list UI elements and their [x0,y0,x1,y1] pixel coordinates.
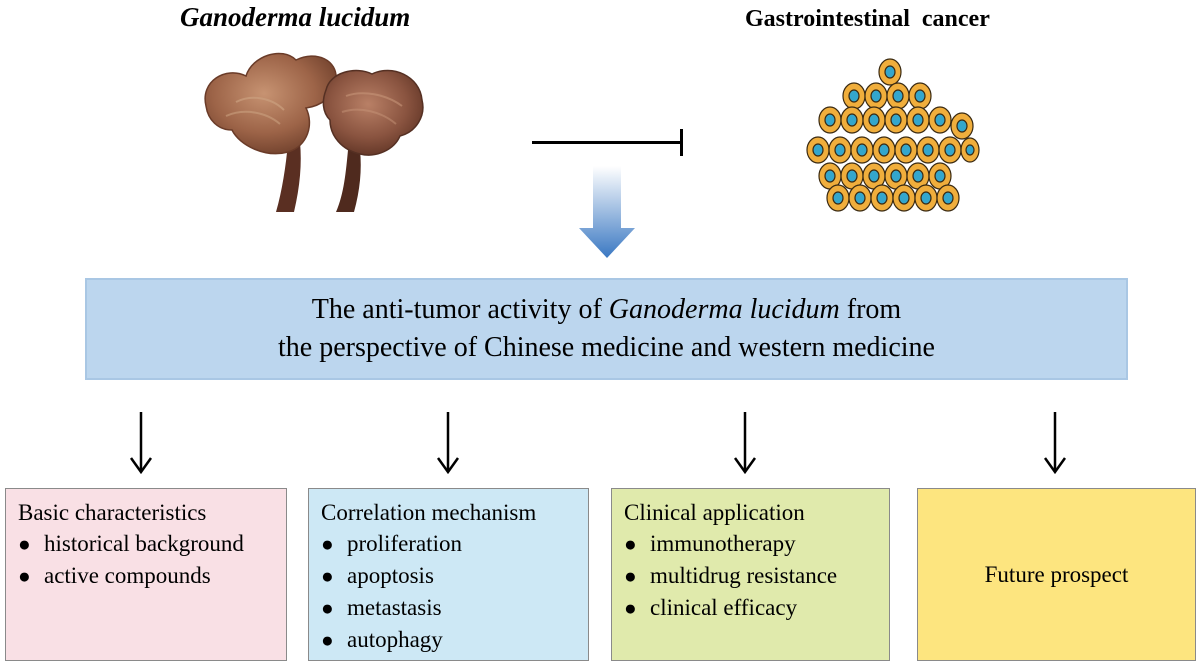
bullet-item: metastasis [321,592,588,624]
central-line-1-species: Ganoderma lucidum [608,294,840,325]
bullet-item: immunotherapy [624,528,889,560]
down-arrow-icon [733,412,757,474]
box-heading: Basic characteristics [18,500,207,525]
central-line-1: The anti-tumor activity of Ganoderma luc… [312,291,901,329]
gradient-down-arrow-icon [579,166,635,258]
central-line-2: the perspective of Chinese medicine and … [278,332,935,363]
ganoderma-title: Ganoderma lucidum [180,2,411,32]
cancer-cell-cluster-icon [806,58,980,212]
box-heading: Clinical application [624,500,805,525]
basic-characteristics-box: Basic characteristics historical backgro… [5,488,287,661]
inhibition-arrow-bar [680,129,683,156]
bullet-item: proliferation [321,528,588,560]
down-arrow-icon [436,412,460,474]
bullet-item: multidrug resistance [624,560,889,592]
central-summary-box: The anti-tumor activity of Ganoderma luc… [85,278,1128,380]
bullet-item: autophagy [321,624,588,656]
ganoderma-mushroom-icon [204,52,424,212]
bullet-item: apoptosis [321,560,588,592]
future-prospect-box: Future prospect [917,488,1196,661]
clinical-application-box: Clinical application immunotherapy multi… [611,488,890,661]
bullet-item: active compounds [18,560,286,592]
bullet-item: historical background [18,528,286,560]
down-arrow-icon [129,412,153,474]
cancer-title: Gastrointestinal cancer [745,6,990,32]
bullet-item: clinical efficacy [624,592,889,624]
central-line-1-post: from [839,294,902,325]
box-heading: Correlation mechanism [321,500,537,525]
correlation-mechanism-box: Correlation mechanism proliferation apop… [308,488,589,661]
central-line-1-pre: The anti-tumor activity of [311,294,609,325]
box-heading: Future prospect [984,562,1129,587]
down-arrow-icon [1043,412,1067,474]
inhibition-arrow-line [532,141,682,144]
